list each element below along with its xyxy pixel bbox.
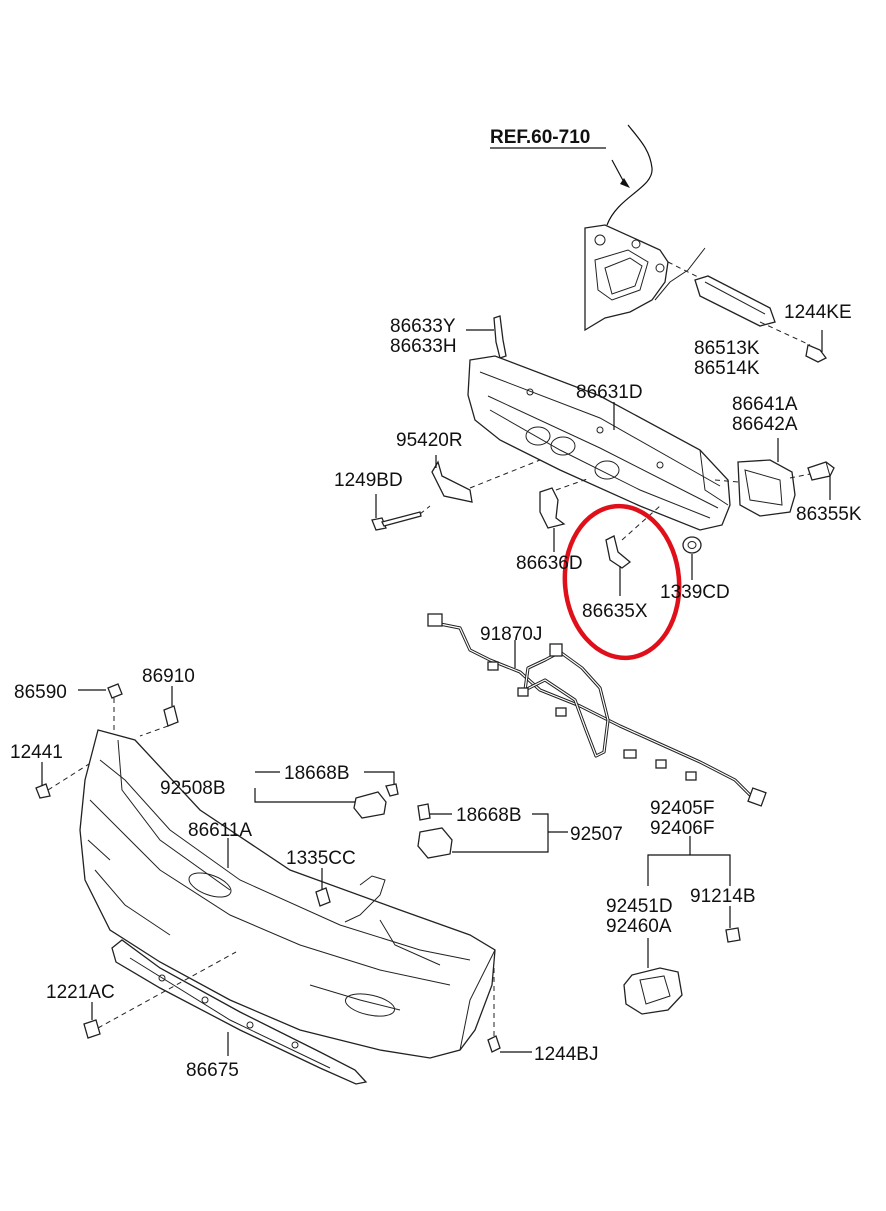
wiring-harness-91870j [427,613,767,807]
bracket-95420r [431,455,541,503]
label-92405f: 92405F [650,798,714,819]
label-1249bd: 1249BD [334,470,403,491]
bumper-beam-86631d [467,355,731,531]
label-86633y: 86633Y [390,316,456,337]
bolt-1249bd [371,494,431,531]
lamp-92508b [254,771,399,819]
label-86636d: 86636D [516,553,583,574]
label-91870j: 91870J [480,624,542,645]
label-92460a: 92460A [606,916,672,937]
bumper-cover-86611a [79,729,496,1059]
label-86514k: 86514K [694,358,760,379]
label-86641a: 86641A [732,394,798,415]
label-86611a: 86611A [188,820,252,841]
label-1339cd: 1339CD [660,582,730,603]
lower-bracket-86675 [111,939,368,1085]
label-86633h: 86633H [390,336,457,357]
bolt-1244ke [805,330,827,363]
bolt-1221ac [83,951,237,1039]
highlight-circle [562,503,682,661]
front-panel-reference [584,124,706,332]
bracket-86641a [714,438,796,517]
label-1244bj: 1244BJ [534,1044,598,1065]
label-ref: REF.60-710 [490,127,590,148]
label-1244ke: 1244KE [784,302,852,323]
bracket-86633y [466,315,507,359]
label-86635x: 86635X [582,601,648,622]
label-86355k: 86355K [796,504,862,525]
label-1335cc: 1335CC [286,848,356,869]
bracket-86513k [667,261,811,346]
bracket-86635x [605,505,661,596]
label-92508b: 92508B [160,778,226,799]
label-12441: 12441 [10,742,63,763]
label-86642a: 86642A [732,414,798,435]
label-92451d: 92451D [606,896,673,917]
fog-lamp-92405f [623,836,741,1015]
label-91214b: 91214B [690,886,756,907]
nut-1339cd [682,536,702,580]
label-86910: 86910 [142,666,195,687]
bracket-86636d [539,477,591,552]
label-86631d: 86631D [576,382,643,403]
clip-1335cc [315,868,331,907]
label-95420r: 95420R [396,430,463,451]
clip-86590 [78,683,123,740]
label-18668b-b: 18668B [456,805,522,826]
label-92406f: 92406F [650,818,714,839]
label-92507: 92507 [570,824,623,845]
label-18668b-a: 18668B [284,763,350,784]
bolt-86355k [789,461,835,500]
label-1221ac: 1221AC [46,982,115,1003]
lamp-92507 [417,803,568,859]
label-86590: 86590 [14,682,67,703]
bolt-1244bj [487,960,532,1053]
label-86513k: 86513K [694,338,760,359]
nut-86910 [139,686,179,737]
label-86675: 86675 [186,1060,239,1081]
